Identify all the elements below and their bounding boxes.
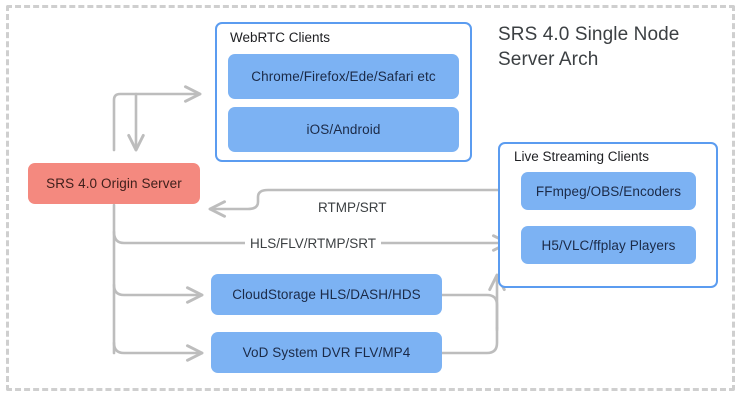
page-title-line-2: Server Arch [498, 49, 599, 70]
node-origin-server[interactable]: SRS 4.0 Origin Server [28, 163, 200, 204]
edge-label-rtmp-srt: RTMP/SRT [313, 200, 392, 215]
edge-encoders-to-origin [208, 188, 500, 218]
edge-origin-to-webrtc [112, 85, 202, 152]
page-title-line-1: SRS 4.0 Single Node [498, 24, 680, 45]
node-vod-system[interactable]: VoD System DVR FLV/MP4 [211, 332, 442, 373]
edge-origin-to-cloudstorage [112, 283, 204, 304]
node-encoders[interactable]: FFmpeg/OBS/Encoders [521, 172, 696, 210]
diagram-outer-frame [6, 5, 735, 391]
node-mobile[interactable]: iOS/Android [228, 107, 459, 152]
page-title: SRS 4.0 Single Node Server Arch [498, 22, 728, 72]
edge-origin-to-vod [112, 341, 204, 362]
edge-label-hls-flv-rtmp-srt: HLS/FLV/RTMP/SRT [245, 236, 382, 251]
group-title-webrtc-clients: WebRTC Clients [230, 30, 331, 45]
edge-cloudstorage-to-players [440, 293, 499, 330]
node-cloud-storage[interactable]: CloudStorage HLS/DASH/HDS [211, 274, 442, 315]
group-title-live-streaming-clients: Live Streaming Clients [514, 149, 650, 164]
node-browsers[interactable]: Chrome/Firefox/Ede/Safari etc [228, 54, 459, 99]
edge-vod-to-players [440, 326, 499, 355]
node-players[interactable]: H5/VLC/ffplay Players [521, 226, 696, 264]
